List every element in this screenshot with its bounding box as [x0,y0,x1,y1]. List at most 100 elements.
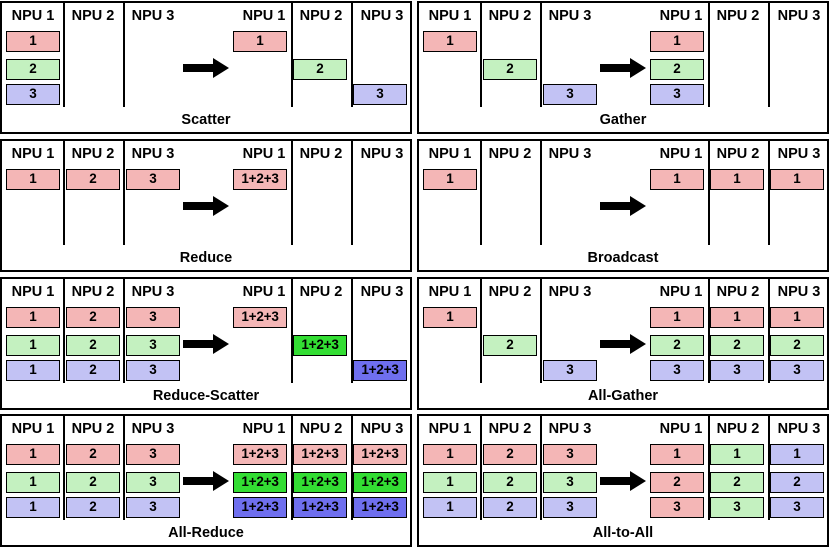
right-arrow-icon [183,196,229,216]
npu-header: NPU 3 [777,8,821,24]
npu-header: NPU 2 [716,284,760,300]
column-divider [768,279,770,383]
data-cell: 2 [650,472,704,493]
npu-header: NPU 2 [71,421,115,437]
data-cell: 2 [770,472,824,493]
data-cell: 1 [650,444,704,465]
panel-title: Scatter [181,112,231,128]
data-cell: 3 [543,472,597,493]
data-cell: 2 [483,472,537,493]
npu-header: NPU 3 [777,146,821,162]
data-cell: 1 [423,169,477,190]
npu-header: NPU 2 [71,284,115,300]
column-divider [480,279,482,383]
data-cell: 1 [423,497,477,518]
data-cell: 2 [650,335,704,356]
data-cell: 3 [650,84,704,105]
panel-title: Gather [599,112,647,128]
npu-header: NPU 1 [11,284,55,300]
column-divider [351,279,353,383]
column-divider [540,416,542,520]
data-cell: 3 [543,444,597,465]
column-divider [123,3,125,107]
column-divider [63,3,65,107]
npu-header: NPU 3 [360,421,404,437]
column-divider [540,279,542,383]
npu-header: NPU 3 [548,8,592,24]
npu-header: NPU 1 [11,8,55,24]
column-divider [540,141,542,245]
npu-header: NPU 2 [488,284,532,300]
npu-header: NPU 3 [777,284,821,300]
data-cell: 3 [543,360,597,381]
column-divider [768,3,770,107]
data-cell: 2 [66,307,120,328]
npu-header: NPU 1 [659,8,703,24]
npu-header: NPU 2 [488,421,532,437]
npu-header: NPU 2 [716,146,760,162]
data-cell: 3 [126,307,180,328]
npu-header: NPU 2 [71,146,115,162]
data-cell: 3 [126,472,180,493]
npu-header: NPU 2 [716,8,760,24]
npu-header: NPU 1 [428,146,472,162]
npu-header: NPU 1 [242,8,286,24]
column-divider [768,141,770,245]
data-cell: 1 [710,169,764,190]
npu-header: NPU 3 [360,8,404,24]
data-cell: 2 [483,59,537,80]
data-cell: 1 [6,444,60,465]
data-cell: 3 [126,335,180,356]
column-divider [480,416,482,520]
npu-header: NPU 3 [131,8,175,24]
data-cell: 2 [66,169,120,190]
npu-header: NPU 1 [11,421,55,437]
column-divider [768,416,770,520]
data-cell: 1 [6,169,60,190]
right-arrow-icon [183,334,229,354]
column-divider [63,416,65,520]
data-cell: 3 [650,497,704,518]
data-cell: 2 [710,335,764,356]
data-cell: 2 [483,444,537,465]
panel-title: Reduce-Scatter [152,388,260,404]
data-cell: 1 [6,307,60,328]
column-divider [708,3,710,107]
column-divider [351,416,353,520]
data-cell: 1 [6,335,60,356]
npu-header: NPU 3 [548,421,592,437]
data-cell: 1+2+3 [293,497,347,518]
npu-header: NPU 1 [242,421,286,437]
npu-header: NPU 1 [428,284,472,300]
data-cell: 1+2+3 [353,472,407,493]
column-divider [708,141,710,245]
column-divider [291,141,293,245]
right-arrow-icon [600,334,646,354]
npu-header: NPU 3 [360,146,404,162]
data-cell: 3 [126,360,180,381]
right-arrow-icon [600,471,646,491]
npu-header: NPU 1 [659,284,703,300]
data-cell: 1+2+3 [293,472,347,493]
data-cell: 1 [770,307,824,328]
data-cell: 2 [66,472,120,493]
data-cell: 1 [6,31,60,52]
panel-title: All-to-All [592,525,654,541]
npu-header: NPU 3 [131,284,175,300]
npu-header: NPU 2 [488,8,532,24]
data-cell: 1+2+3 [293,335,347,356]
data-cell: 3 [710,360,764,381]
column-divider [708,279,710,383]
data-cell: 1+2+3 [233,497,287,518]
data-cell: 1 [650,169,704,190]
data-cell: 3 [126,497,180,518]
data-cell: 2 [770,335,824,356]
data-cell: 1 [423,444,477,465]
data-cell: 1 [6,497,60,518]
data-cell: 2 [66,444,120,465]
data-cell: 2 [650,59,704,80]
data-cell: 2 [66,497,120,518]
